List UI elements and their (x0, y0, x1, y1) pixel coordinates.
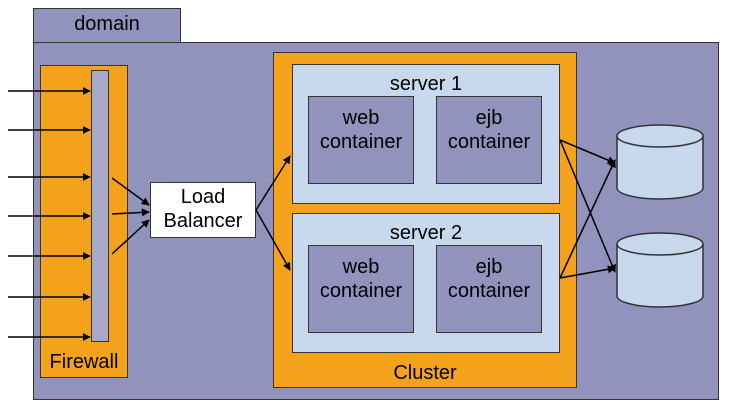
incoming-request-arrows (8, 87, 91, 341)
firewall-label: Firewall (49, 351, 119, 373)
ejb-db-arrow (559, 265, 616, 279)
server-2-ejb-container (436, 245, 542, 333)
load-balancer-box (150, 182, 256, 238)
ejb-db-arrow (559, 139, 616, 273)
server-1-ejb-line1: ejb (475, 107, 503, 129)
server-2-web-line1: web (342, 256, 380, 278)
ejb-db-arrow (559, 139, 616, 164)
firewall-box (40, 65, 128, 378)
domain-label: domain (74, 13, 140, 35)
server-1-web-container (308, 96, 414, 184)
fw-lb-arrow (111, 177, 150, 206)
database-2 (616, 232, 704, 308)
server-2-ejb-line2: container (447, 280, 531, 302)
ejb-db-arrow (559, 159, 616, 279)
server-2-ejb-line1: ejb (475, 256, 503, 278)
cluster-label: Cluster (393, 362, 457, 384)
lb-to-server-arrows (255, 155, 291, 271)
lb-server-1-arrow (255, 155, 291, 211)
server-1-web-line1: web (342, 107, 380, 129)
server-1-ejb-container (436, 96, 542, 184)
server-1-web-line2: container (319, 131, 403, 153)
server-1-label: server 1 (389, 73, 463, 95)
server-2-web-container (308, 245, 414, 333)
load-balancer-line2: Balancer (163, 210, 243, 232)
domain-tab (33, 8, 181, 42)
fw-lb-arrow (111, 219, 150, 255)
database-1 (616, 124, 704, 200)
server-1-ejb-line2: container (447, 131, 531, 153)
ejb-to-db-arrows (559, 139, 616, 279)
server-2-web-line2: container (319, 280, 403, 302)
load-balancer-line1: Load (180, 186, 226, 208)
server-2-label: server 2 (389, 222, 463, 244)
firewall-wall (91, 70, 109, 342)
fw-lb-arrow (111, 208, 150, 217)
firewall-to-lb-arrows (111, 177, 150, 255)
lb-server-2-arrow (255, 209, 291, 271)
